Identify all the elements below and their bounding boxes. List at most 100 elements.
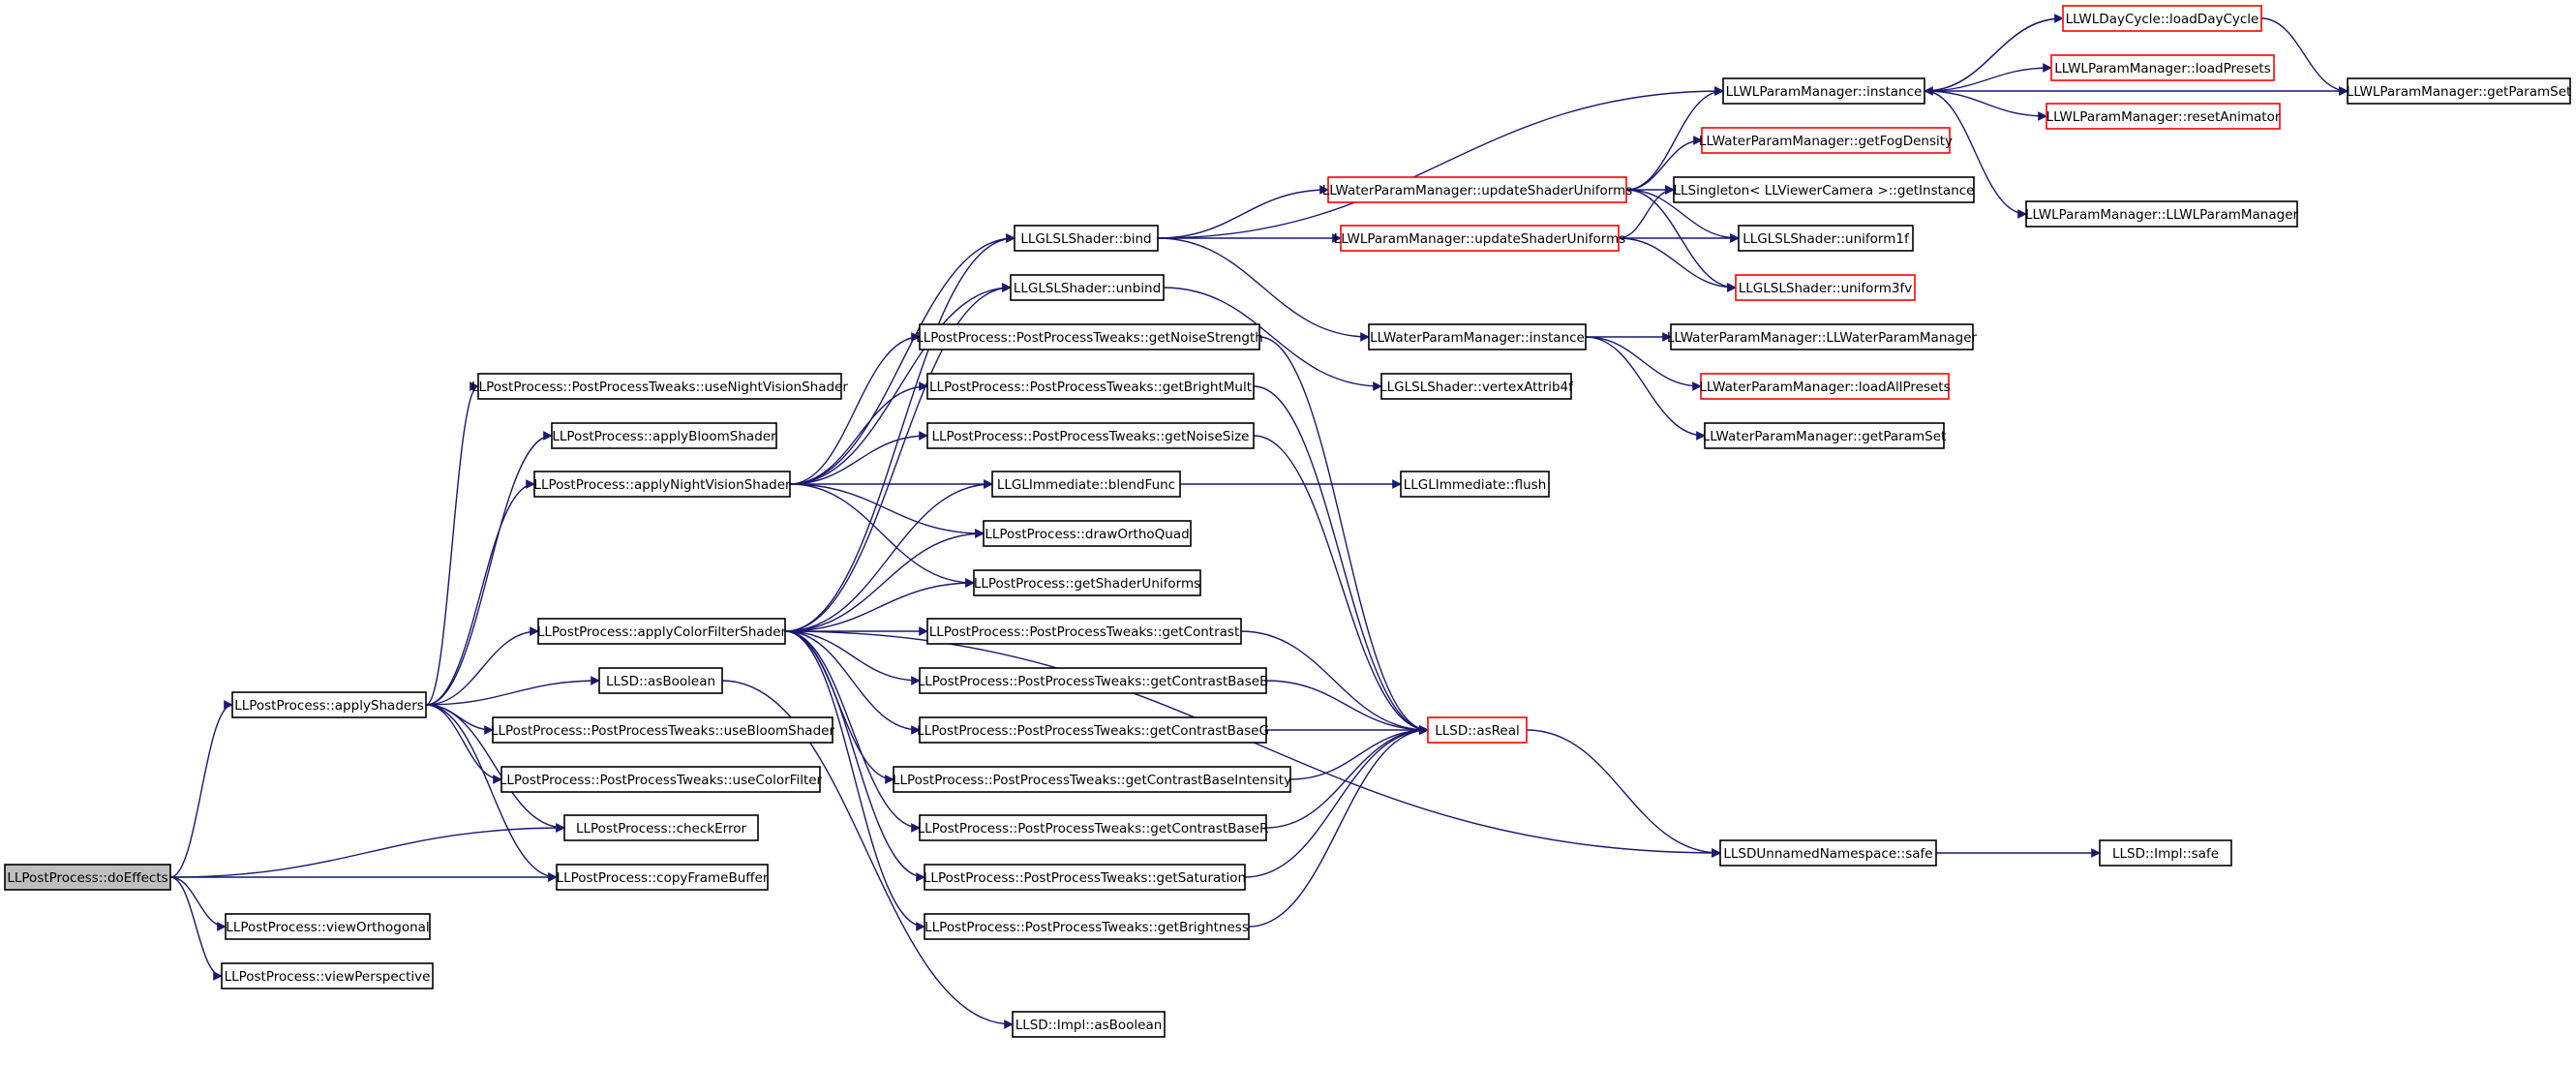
node-box [1012,1011,1166,1038]
node-box [598,667,723,694]
node-vertex-attrib4f[interactable]: LLGLSLShader::vertexAttrib4f [1379,373,1574,400]
node-uniform1f[interactable]: LLGLSLShader::uniform1f [1738,225,1914,252]
node-shader-unbind[interactable]: LLGLSLShader::unbind [1010,274,1165,301]
node-apply-shaders[interactable]: LLPostProcess::applyShaders [231,691,427,718]
node-box [926,422,1255,449]
node-llsd-as-real[interactable]: LLSD::asReal [1427,716,1528,744]
node-uniform3fv[interactable]: LLGLSLShader::uniform3fv [1735,274,1916,301]
node-apply-color-filter-shader[interactable]: LLPostProcess::applyColorFilterShader [537,618,787,645]
edge-apply-color-filter-shader-to-get-brightness [784,630,925,931]
node-copy-frame-buffer[interactable]: LLPostProcess::copyFrameBuffer [556,864,769,891]
node-box [1327,176,1627,203]
edge-get-contrast-base-r-to-llsd-as-real [1265,725,1429,829]
node-get-contrast[interactable]: LLPostProcess::PostProcessTweaks::getCon… [926,618,1242,645]
node-draw-ortho-quad[interactable]: LLPostProcess::drawOrthoQuad [983,520,1192,547]
node-label: LLPostProcess::PostProcessTweaks::getCon… [918,674,1269,689]
node-flush[interactable]: LLGLImmediate::flush [1400,471,1550,498]
node-label: LLPostProcess::doEffects [7,870,167,886]
edge-get-contrast-to-llsd-as-real [1240,630,1429,735]
node-wpm-get-param-set[interactable]: LLWaterParamManager::getParamSet [1703,422,1947,449]
edge-get-contrast-base-b-to-llsd-as-real [1265,680,1429,735]
node-get-contrast-base-g[interactable]: LLPostProcess::PostProcessTweaks::getCon… [917,716,1269,744]
node-load-all-presets[interactable]: LLWaterParamManager::loadAllPresets [1699,373,1951,400]
node-use-night-vision-shader[interactable]: LLPostProcess::PostProcessTweaks::useNig… [471,373,848,400]
node-label: LLPostProcess::applyBloomShader [552,429,776,444]
edge-wpm-instance-to-load-all-presets [1585,336,1702,391]
node-load-day-cycle[interactable]: LLWLDayCycle::loadDayCycle [2062,5,2262,32]
node-get-contrast-base-intensity[interactable]: LLPostProcess::PostProcessTweaks::getCon… [893,766,1291,793]
edge-wpm-instance-to-wpm-get-param-set [1585,336,1706,441]
edge-apply-night-vision-shader-to-shader-unbind [789,283,1012,485]
node-use-color-filter[interactable]: LLPostProcess::PostProcessTweaks::useCol… [500,766,823,793]
node-wlpm-get-param-set[interactable]: LLWLParamManager::getParamSet [2347,77,2572,105]
node-wlpm-instance[interactable]: LLWLParamManager::instance [1722,77,1925,105]
node-wpm-instance[interactable]: LLWaterParamManager::instance [1368,323,1587,350]
node-wlpm-update-shader-uniforms[interactable]: LLWLParamManager::updateShaderUniforms [1334,225,1626,252]
node-get-shader-uniforms[interactable]: LLPostProcess::getShaderUniforms [973,569,1201,596]
edge-do-effects-to-view-perspective [169,876,223,981]
node-label: LLPostProcess::PostProcessTweaks::useCol… [500,773,823,788]
node-blend-func[interactable]: LLGLImmediate::blendFunc [991,471,1181,498]
node-get-camera-instance[interactable]: LLSingleton< LLViewerCamera >::getInstan… [1673,176,1975,203]
node-use-bloom-shader[interactable]: LLPostProcess::PostProcessTweaks::useBlo… [491,716,834,744]
node-apply-night-vision-shader[interactable]: LLPostProcess::applyNightVisionShader [533,471,791,498]
node-label: LLWaterParamManager::getParamSet [1703,429,1947,444]
node-box [1719,839,1937,867]
node-safe[interactable]: LLSDUnnamedNamespace::safe [1719,839,1937,867]
node-get-brightness[interactable]: LLPostProcess::PostProcessTweaks::getBri… [924,913,1250,940]
node-get-saturation[interactable]: LLPostProcess::PostProcessTweaks::getSat… [924,864,1246,891]
edge-wpm-update-shader-uniforms-to-uniform1f [1625,189,1740,243]
node-do-effects[interactable]: LLPostProcess::doEffects [4,864,171,891]
edge-apply-color-filter-shader-to-get-saturation [784,630,925,882]
node-shader-bind[interactable]: LLGLSLShader::bind [1014,225,1159,252]
node-box [500,766,821,793]
node-label: LLWLParamManager::updateShaderUniforms [1334,231,1626,247]
node-load-presets[interactable]: LLWLParamManager::loadPresets [2050,54,2275,81]
node-box [533,471,791,498]
node-get-noise-size[interactable]: LLPostProcess::PostProcessTweaks::getNoi… [926,422,1255,449]
node-apply-bloom-shader[interactable]: LLPostProcess::applyBloomShader [551,422,777,449]
edge-do-effects-to-check-error [169,823,565,878]
node-label: LLGLSLShader::uniform1f [1743,231,1910,247]
node-wpm-ctor[interactable]: LLWaterParamManager::LLWaterParamManager [1667,323,1978,350]
edge-apply-color-filter-shader-to-shader-bind [784,233,1015,632]
node-label: LLPostProcess::PostProcessTweaks::getCon… [929,624,1240,640]
edge-apply-shaders-to-apply-color-filter-shader [425,626,539,706]
node-label: LLPostProcess::copyFrameBuffer [557,870,769,886]
node-label: LLPostProcess::PostProcessTweaks::getBri… [924,920,1249,935]
node-impl-safe[interactable]: LLSD::Impl::safe [2099,839,2232,867]
node-view-perspective[interactable]: LLPostProcess::viewPerspective [221,962,434,989]
node-label: LLGLImmediate::flush [1404,477,1547,493]
node-label: LLWaterParamManager::LLWaterParamManager [1667,330,1978,346]
node-llsd-as-boolean[interactable]: LLSD::asBoolean [598,667,723,694]
edge-wlpm-update-shader-uniforms-to-get-camera-instance [1618,185,1675,239]
node-box [2062,5,2262,32]
node-get-contrast-base-b[interactable]: LLPostProcess::PostProcessTweaks::getCon… [918,667,1269,694]
edge-shader-bind-to-wpm-update-shader-uniforms [1157,185,1329,239]
node-get-fog-density[interactable]: LLWaterParamManager::getFogDensity [1699,127,1953,154]
node-check-error[interactable]: LLPostProcess::checkError [563,814,759,841]
node-label: LLWLDayCycle::loadDayCycle [2066,12,2259,27]
edge-wpm-update-shader-uniforms-to-wlpm-instance [1625,86,1724,191]
node-box [1738,225,1914,252]
node-reset-animator[interactable]: LLWLParamManager::resetAnimator [2046,103,2281,130]
node-label: LLWLParamManager::LLWLParamManager [2025,207,2299,223]
node-box [919,814,1267,841]
node-label: LLPostProcess::PostProcessTweaks::getBri… [929,380,1252,395]
node-get-noise-strength[interactable]: LLPostProcess::PostProcessTweaks::getNoi… [916,323,1263,350]
node-label: LLPostProcess::applyColorFilterShader [537,624,787,640]
node-get-bright-mult[interactable]: LLPostProcess::PostProcessTweaks::getBri… [926,373,1255,400]
node-box [973,569,1201,596]
node-box [1700,373,1950,400]
edge-apply-night-vision-shader-to-get-shader-uniforms [789,483,975,588]
node-label: LLGLSLShader::bind [1020,231,1151,247]
edge-apply-shaders-to-llsd-as-boolean [425,676,600,706]
node-wlpm-ctor[interactable]: LLWLParamManager::LLWLParamManager [2025,200,2299,228]
node-get-contrast-base-r[interactable]: LLPostProcess::PostProcessTweaks::getCon… [918,814,1269,841]
node-label: LLPostProcess::applyShaders [234,698,424,714]
node-impl-as-boolean[interactable]: LLSD::Impl::asBoolean [1012,1011,1166,1038]
edges-layer [169,14,2349,1029]
node-wpm-update-shader-uniforms[interactable]: LLWaterParamManager::updateShaderUniform… [1322,176,1633,203]
node-view-orthogonal[interactable]: LLPostProcess::viewOrthogonal [225,913,431,940]
edge-apply-night-vision-shader-to-shader-bind [789,233,1015,485]
